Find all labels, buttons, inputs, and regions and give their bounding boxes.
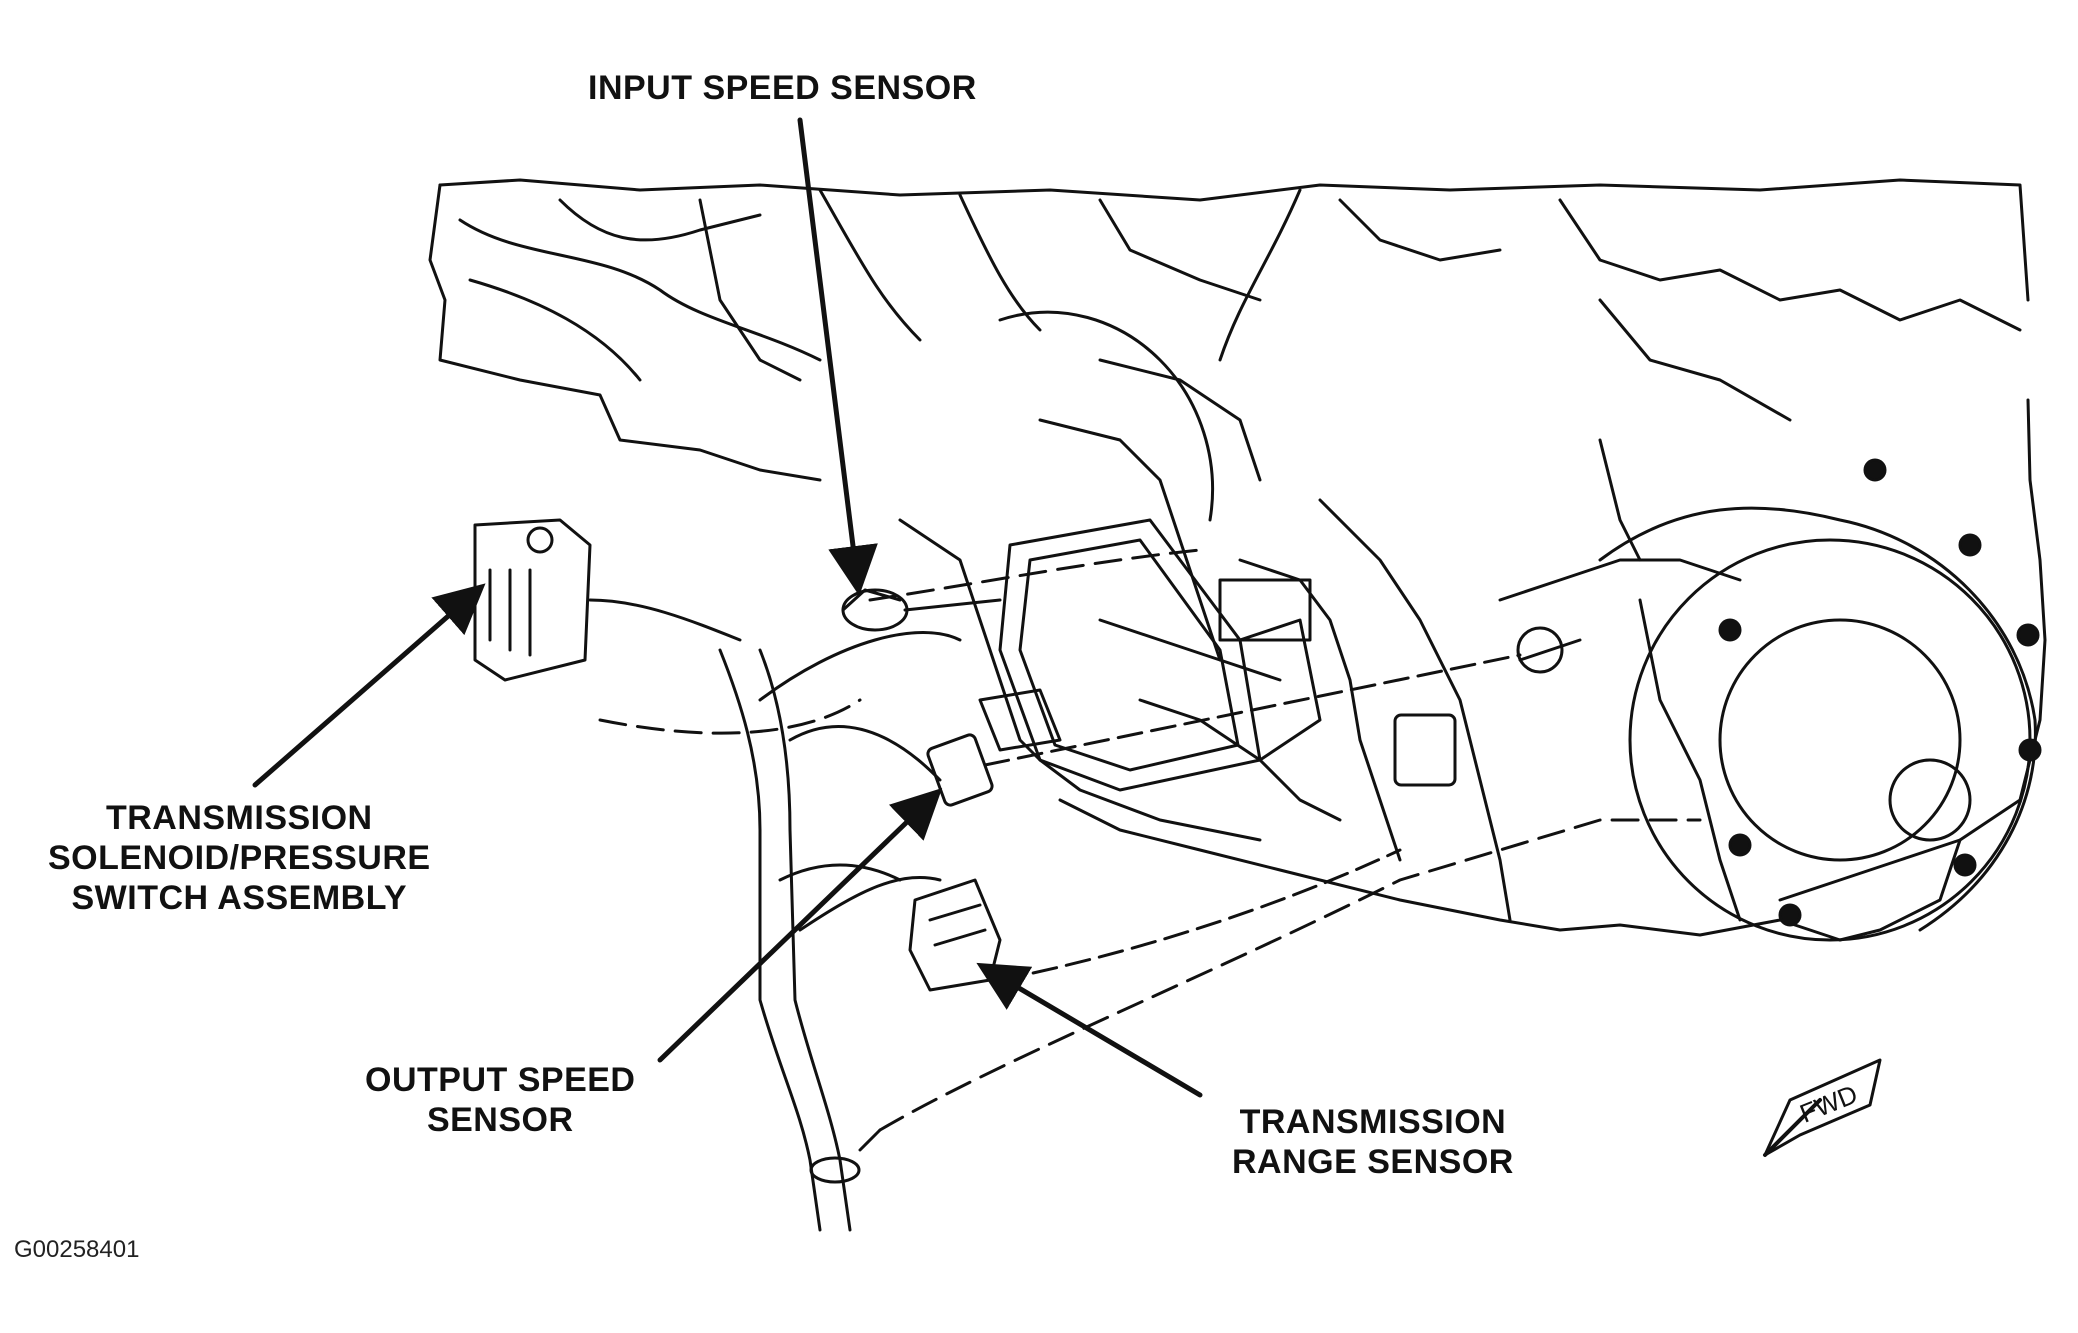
arrow-solenoid-assembly [252,583,486,788]
solenoid-connector-part [473,518,742,682]
arrow-output-speed-sensor [657,788,943,1063]
label-range-line-1: TRANSMISSION [1239,1103,1507,1141]
label-input-speed-sensor-text: INPUT SPEED SENSOR [588,69,977,107]
label-transmission-range-sensor: TRANSMISSION RANGE SENSOR [1232,1102,1514,1182]
label-input-speed-sensor: INPUT SPEED SENSOR [588,68,977,108]
arrow-input-speed-sensor [797,117,878,596]
fwd-direction-marker [1763,1058,1882,1157]
label-output-line-1: OUTPUT SPEED [365,1061,636,1099]
arrow-range-sensor [976,962,1203,1098]
label-solenoid-pressure-switch-assembly: TRANSMISSION SOLENOID/PRESSURE SWITCH AS… [48,798,431,918]
range-sensor-connector-part [908,713,1457,992]
label-solenoid-line-2: SOLENOID/PRESSURE [48,839,431,877]
wiring-harness [598,548,1702,1232]
label-output-line-2: SENSOR [426,1101,574,1139]
leader-arrows [252,117,1203,1098]
label-range-line-2: RANGE SENSOR [1232,1143,1514,1181]
label-output-speed-sensor: OUTPUT SPEED SENSOR [365,1060,635,1140]
converter-cover [1598,458,2042,942]
transmission-housing [428,178,2047,942]
label-solenoid-line-3: SWITCH ASSEMBLY [71,879,408,917]
label-solenoid-line-1: TRANSMISSION [105,799,373,837]
control-module [978,518,1322,792]
figure-id: G00258401 [14,1236,140,1263]
